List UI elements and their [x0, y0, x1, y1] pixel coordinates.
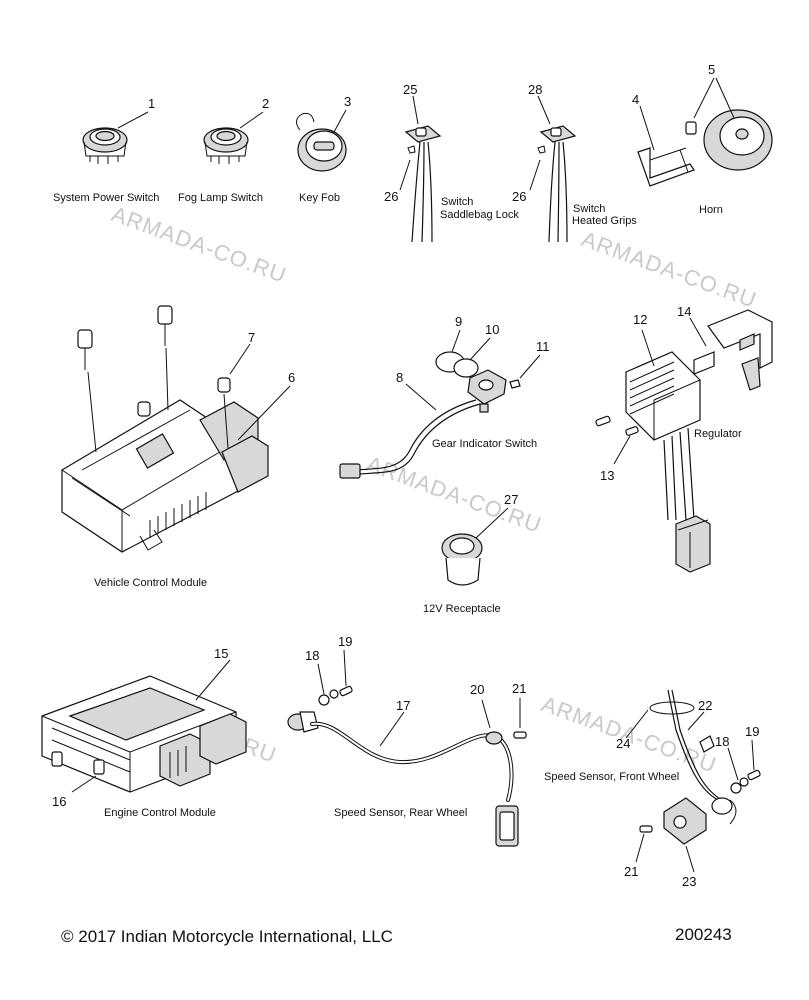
- part-number-19: 19: [338, 634, 352, 649]
- part-number-24: 24: [616, 736, 630, 751]
- regulator-drawing: [595, 309, 773, 573]
- caption-12v-receptacle: 12V Receptacle: [423, 603, 501, 615]
- part-number-8: 8: [396, 370, 403, 385]
- key-fob-drawing: [296, 109, 347, 172]
- copyright-notice: © 2017 Indian Motorcycle International, …: [61, 927, 393, 946]
- part-number-5: 5: [708, 62, 715, 77]
- switch-saddlebag-lock-drawing: [399, 95, 442, 243]
- speed-sensor-rear-drawing: [287, 649, 527, 847]
- system-power-switch-drawing: [82, 111, 149, 164]
- caption-speed-sensor-front: Speed Sensor, Front Wheel: [544, 771, 679, 783]
- part-number-9: 9: [455, 314, 462, 329]
- vehicle-control-module-drawing: [61, 305, 291, 553]
- part-number-6: 6: [288, 370, 295, 385]
- caption-speed-sensor-rear: Speed Sensor, Rear Wheel: [334, 807, 467, 819]
- fog-lamp-switch-drawing: [203, 111, 264, 164]
- engine-control-module-drawing: [41, 659, 247, 793]
- watermark: ARMADA-CO.RU: [108, 201, 290, 288]
- caption-vehicle-control-module: Vehicle Control Module: [94, 577, 207, 589]
- switch-heated-grips-drawing: [529, 95, 577, 243]
- part-number-20: 20: [470, 682, 484, 697]
- caption-engine-control-module: Engine Control Module: [104, 807, 216, 819]
- caption-key-fob: Key Fob: [299, 192, 340, 204]
- part-number-3: 3: [344, 94, 351, 109]
- part-number-10: 10: [485, 322, 499, 337]
- part-number-16: 16: [52, 794, 66, 809]
- caption-fog-lamp-switch: Fog Lamp Switch: [178, 192, 263, 204]
- caption-horn: Horn: [699, 204, 723, 216]
- caption-gear-indicator-switch: Gear Indicator Switch: [432, 438, 537, 450]
- part-number-4: 4: [632, 92, 639, 107]
- part-number-26b: 26: [512, 189, 526, 204]
- part-number-17: 17: [396, 698, 410, 713]
- caption-switch-heated-grips-line2: Heated Grips: [572, 215, 637, 227]
- 12v-receptacle-drawing: [441, 507, 509, 586]
- part-number-26: 26: [384, 189, 398, 204]
- part-number-21: 21: [512, 681, 526, 696]
- part-number-11: 11: [536, 339, 550, 354]
- part-number-22: 22: [698, 698, 712, 713]
- part-number-18b: 18: [715, 734, 729, 749]
- gear-indicator-switch-drawing: [339, 329, 541, 479]
- part-number-15: 15: [214, 646, 228, 661]
- caption-system-power-switch: System Power Switch: [53, 192, 159, 204]
- caption-switch-saddlebag-lock-line1: Switch: [441, 196, 473, 208]
- part-number-2: 2: [262, 96, 269, 111]
- speed-sensor-front-drawing: [625, 689, 761, 873]
- caption-switch-saddlebag-lock-line2: Saddlebag Lock: [440, 209, 519, 221]
- part-number-23: 23: [682, 874, 696, 889]
- part-number-12: 12: [633, 312, 647, 327]
- part-number-1: 1: [148, 96, 155, 111]
- caption-regulator: Regulator: [694, 428, 742, 440]
- part-number-25: 25: [403, 82, 417, 97]
- part-number-28: 28: [528, 82, 542, 97]
- part-number-7: 7: [248, 330, 255, 345]
- part-number-13: 13: [600, 468, 614, 483]
- watermark: ARMADA-CO.RU: [578, 226, 760, 313]
- part-number-19b: 19: [745, 724, 759, 739]
- horn-drawing: [637, 77, 773, 187]
- caption-switch-heated-grips-line1: Switch: [573, 203, 605, 215]
- part-number-14: 14: [677, 304, 691, 319]
- part-number-18: 18: [305, 648, 319, 663]
- part-number-21b: 21: [624, 864, 638, 879]
- part-number-27: 27: [504, 492, 518, 507]
- diagram-number: 200243: [675, 925, 732, 944]
